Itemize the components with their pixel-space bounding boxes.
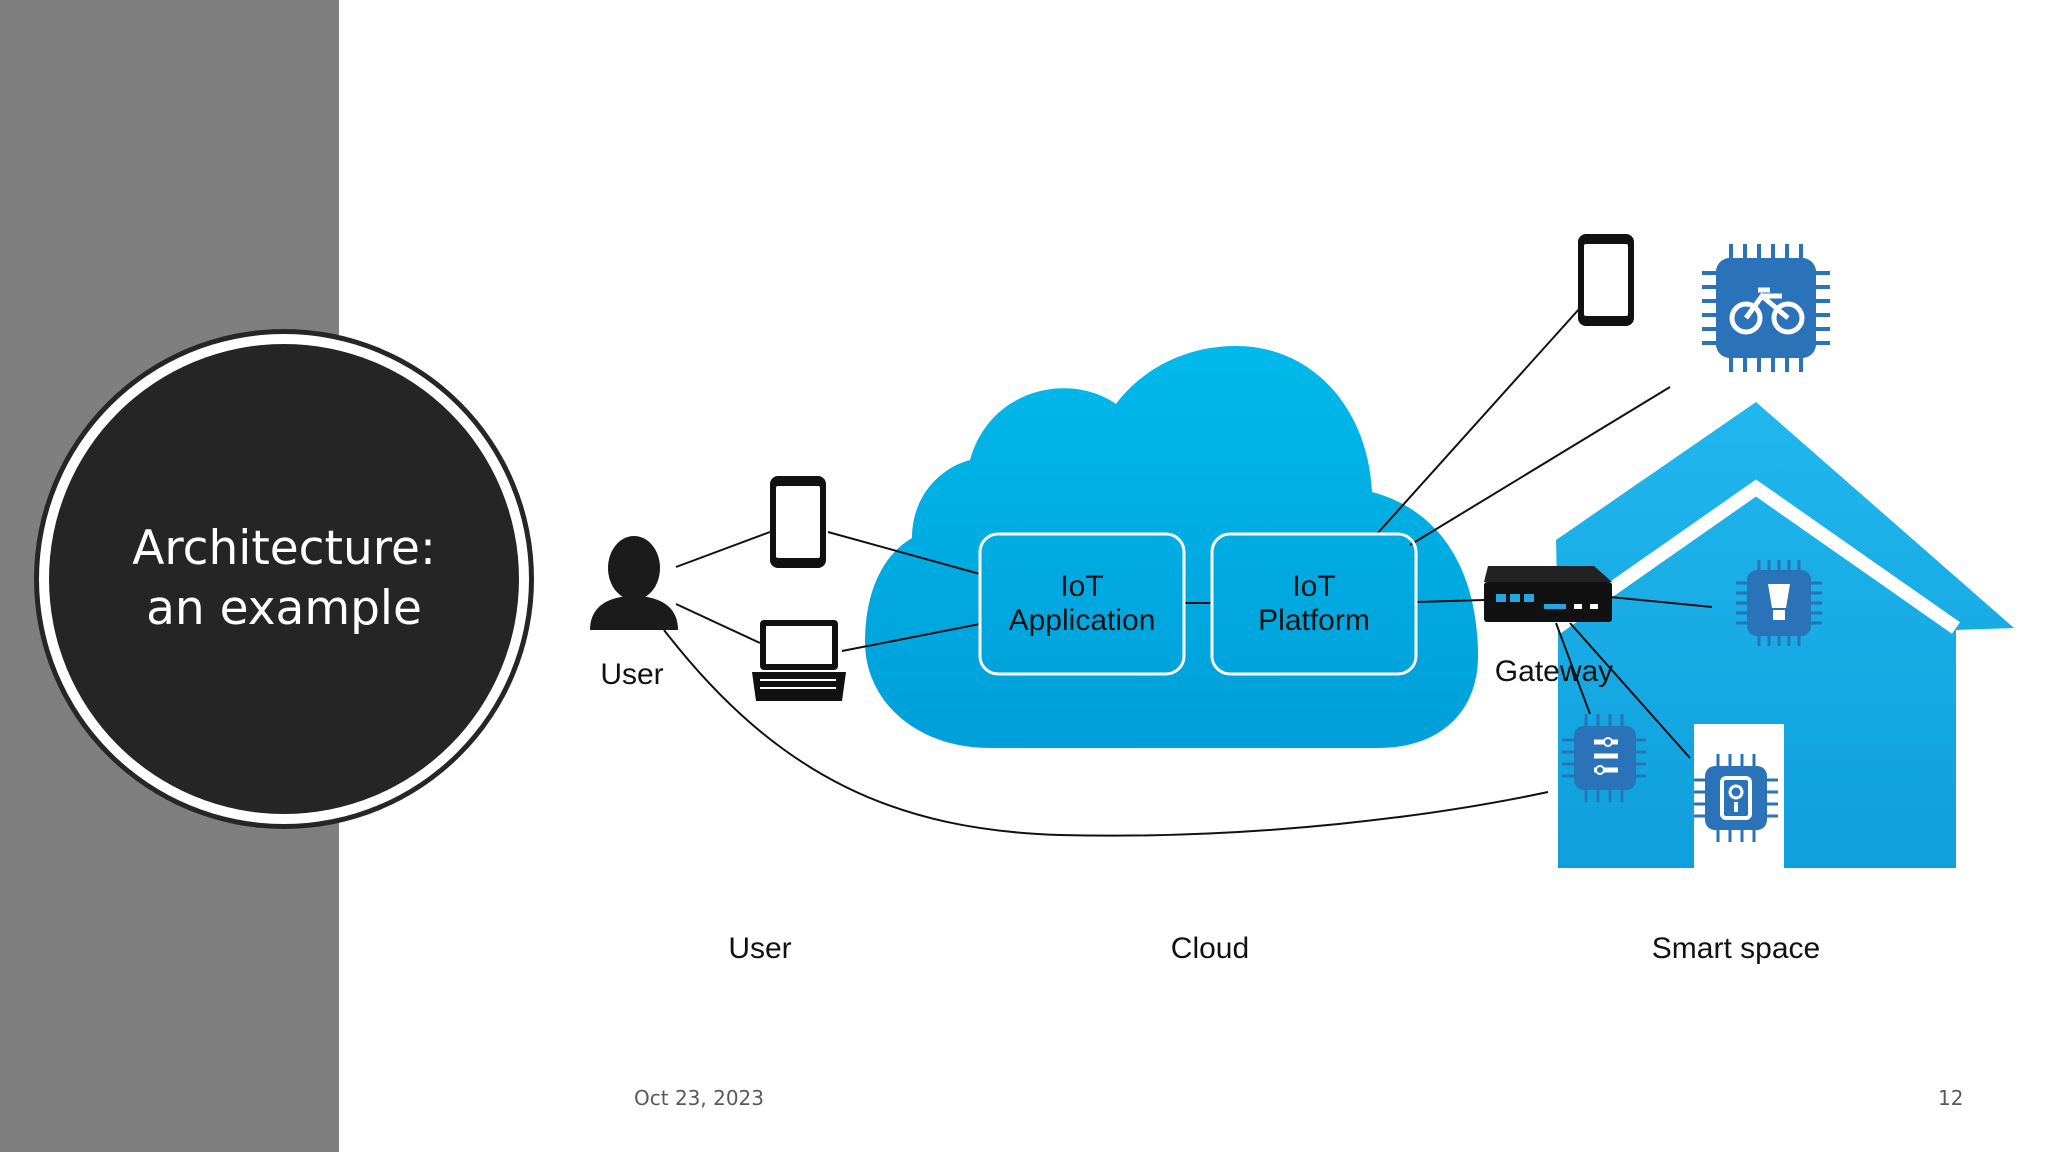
cloud-shape (865, 346, 1478, 748)
smartphone-icon-remote (1578, 234, 1634, 326)
iot-platform-box (1210, 532, 1418, 676)
title-circle: Architecture: an example (49, 344, 519, 814)
connection-lines (663, 307, 1713, 837)
iot-platform-label: IoT Platform (1258, 570, 1370, 637)
lock-chip-icon (1694, 754, 1778, 842)
gateway-router-icon (1484, 566, 1612, 622)
light-bulb-chip-icon (1736, 560, 1822, 646)
section-caption-cloud: Cloud (1170, 932, 1250, 965)
iot-application-label: IoT Application (1008, 570, 1156, 637)
bicycle-chip-icon (1702, 244, 1830, 372)
footer-date: Oct 23, 2023 (634, 1086, 764, 1110)
footer-page-number: 12 (1938, 1086, 1964, 1110)
settings-chip-icon (1562, 714, 1646, 802)
iot-application-box (978, 532, 1186, 676)
section-caption-smart-space: Smart space (1651, 932, 1821, 965)
user-icon-label: User (600, 658, 664, 691)
gateway-label: Gateway (1494, 655, 1614, 688)
section-caption-user: User (728, 932, 792, 965)
slide-title: Architecture: an example (132, 521, 436, 636)
smartphone-icon (770, 476, 826, 568)
laptop-icon (752, 620, 846, 701)
user-icon (590, 536, 678, 630)
